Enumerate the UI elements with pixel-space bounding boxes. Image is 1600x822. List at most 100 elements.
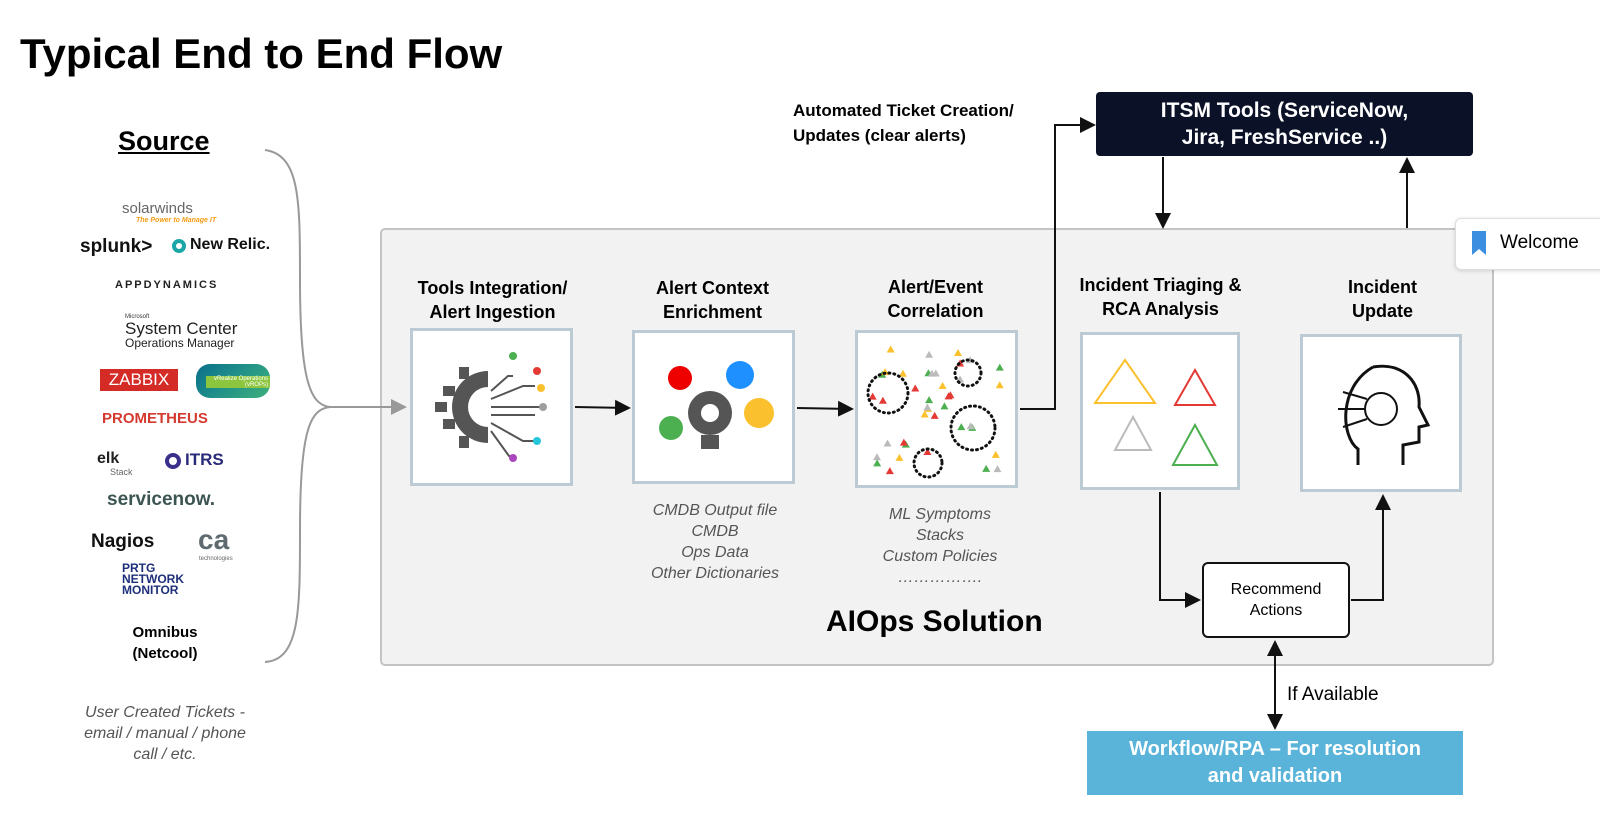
update-panel xyxy=(1300,334,1462,492)
logo-ca-technologies: technologies xyxy=(199,556,233,562)
newrelic-icon xyxy=(172,239,186,253)
logo-prtg-line2: NETWORK xyxy=(122,572,184,586)
triangles-icon xyxy=(1093,358,1219,466)
cluster-circle xyxy=(953,358,983,388)
note-line: Other Dictionaries xyxy=(650,565,780,582)
logo-nagios: Nagios xyxy=(91,531,155,552)
alert-marker xyxy=(966,422,975,430)
note-line: Updates (clear alerts) xyxy=(793,126,966,145)
gear-circuit-icon xyxy=(435,352,547,462)
note-line: ML Symptoms xyxy=(889,506,991,523)
source-omnibus: Omnibus (Netcool) xyxy=(100,622,230,664)
rec-line: Actions xyxy=(1249,602,1303,619)
alert-marker xyxy=(899,438,908,446)
title-line: Enrichment xyxy=(662,302,763,322)
alert-marker xyxy=(982,464,991,472)
alert-marker xyxy=(911,384,920,392)
alert-marker xyxy=(993,465,1002,473)
logo-elk: elk xyxy=(97,450,120,467)
source-brace xyxy=(264,149,331,663)
rec-line: Recommend xyxy=(1230,581,1322,598)
logo-system-center: System Center xyxy=(125,319,238,338)
alert-marker xyxy=(927,369,936,377)
welcome-bookmark-tab[interactable]: Welcome xyxy=(1455,218,1600,270)
logo-prometheus: PROMETHEUS xyxy=(102,410,208,427)
alert-marker xyxy=(886,345,895,353)
alert-marker xyxy=(995,381,1004,389)
note-line: CMDB xyxy=(691,523,739,540)
alert-marker xyxy=(898,369,907,377)
title-line: Incident xyxy=(1347,277,1417,297)
itrs-icon xyxy=(165,453,181,469)
alert-marker xyxy=(868,392,877,400)
stage-title-ingestion: Tools Integration/Alert Ingestion xyxy=(395,276,590,324)
title-line: RCA Analysis xyxy=(1102,299,1219,319)
welcome-label: Welcome xyxy=(1500,232,1579,253)
note-line: Automated Ticket Creation/ xyxy=(793,101,1014,120)
logo-operations-manager: Operations Manager xyxy=(125,336,235,350)
logo-prtg-line3: MONITOR xyxy=(122,583,179,597)
logo-elk-stack: Stack xyxy=(110,467,133,477)
alert-marker xyxy=(938,381,947,389)
itsm-line: ITSM Tools (ServiceNow, xyxy=(1160,99,1409,122)
logo-newrelic-text: New Relic. xyxy=(190,236,271,253)
page-title: Typical End to End Flow xyxy=(20,30,503,77)
alert-marker xyxy=(895,453,904,461)
ticket-creation-note: Automated Ticket Creation/Updates (clear… xyxy=(793,98,1014,148)
logo-ca: ca xyxy=(198,524,230,555)
note-line: CMDB Output file xyxy=(652,502,778,519)
logo-solarwinds: solarwinds xyxy=(122,200,193,217)
stage-title-triaging: Incident Triaging & RCA Analysis xyxy=(1058,273,1263,321)
title-line: Correlation xyxy=(887,301,984,321)
alert-marker xyxy=(995,363,1004,371)
wf-line: Workflow/RPA – For resolution xyxy=(1129,738,1421,760)
alert-marker xyxy=(883,439,892,447)
correlation-panel xyxy=(855,330,1018,488)
logo-itrs-text: ITRS xyxy=(185,450,224,469)
note-line: email / manual / phone xyxy=(84,725,246,742)
title-line: Tools Integration/ xyxy=(417,278,568,298)
aiops-solution-label: AIOps Solution xyxy=(826,605,1043,638)
scatter-clusters-icon xyxy=(866,345,1004,479)
alert-marker xyxy=(873,459,882,467)
user-tickets-note: User Created Tickets - email / manual / p… xyxy=(60,702,270,765)
alert-marker xyxy=(925,350,934,358)
title-line: Update xyxy=(1351,301,1413,321)
alert-marker xyxy=(872,453,881,461)
logo-servicenow: servicenow. xyxy=(107,489,216,510)
alert-marker xyxy=(885,467,894,475)
netcool-label: (Netcool) xyxy=(132,645,198,662)
cluster-circle xyxy=(912,447,944,479)
cluster-circle xyxy=(866,371,910,415)
alert-marker xyxy=(930,411,939,419)
note-line: ……………. xyxy=(897,569,983,586)
omnibus-label: Omnibus xyxy=(132,624,198,641)
note-line: User Created Tickets - xyxy=(85,704,245,721)
logo-vrops-text: vRealize Operations (vROPs) xyxy=(206,376,270,388)
if-available-label: If Available xyxy=(1287,684,1379,705)
ai-head-icon xyxy=(1338,364,1431,465)
alert-marker xyxy=(925,396,934,404)
title-line: Alert Context xyxy=(655,278,769,298)
note-line: call / etc. xyxy=(133,746,197,763)
itsm-tools-box: ITSM Tools (ServiceNow, Jira, FreshServic… xyxy=(1096,92,1473,156)
logo-appdynamics: APPDYNAMICS xyxy=(115,279,219,291)
logo-microsoft: Microsoft xyxy=(125,314,150,320)
alert-marker xyxy=(991,450,1000,458)
itsm-line: Jira, FreshService ..) xyxy=(1181,126,1388,149)
source-title: Source xyxy=(118,126,210,156)
title-line: Incident Triaging & xyxy=(1079,275,1242,295)
bookmark-icon xyxy=(1472,231,1486,255)
note-line: Ops Data xyxy=(681,544,749,561)
alert-marker xyxy=(920,410,929,418)
note-line: Custom Policies xyxy=(882,548,998,565)
alert-marker xyxy=(954,348,963,356)
logo-prtg-line1: PRTG xyxy=(122,561,156,575)
logo-solarwinds-tagline: The Power to Manage IT xyxy=(136,217,217,224)
